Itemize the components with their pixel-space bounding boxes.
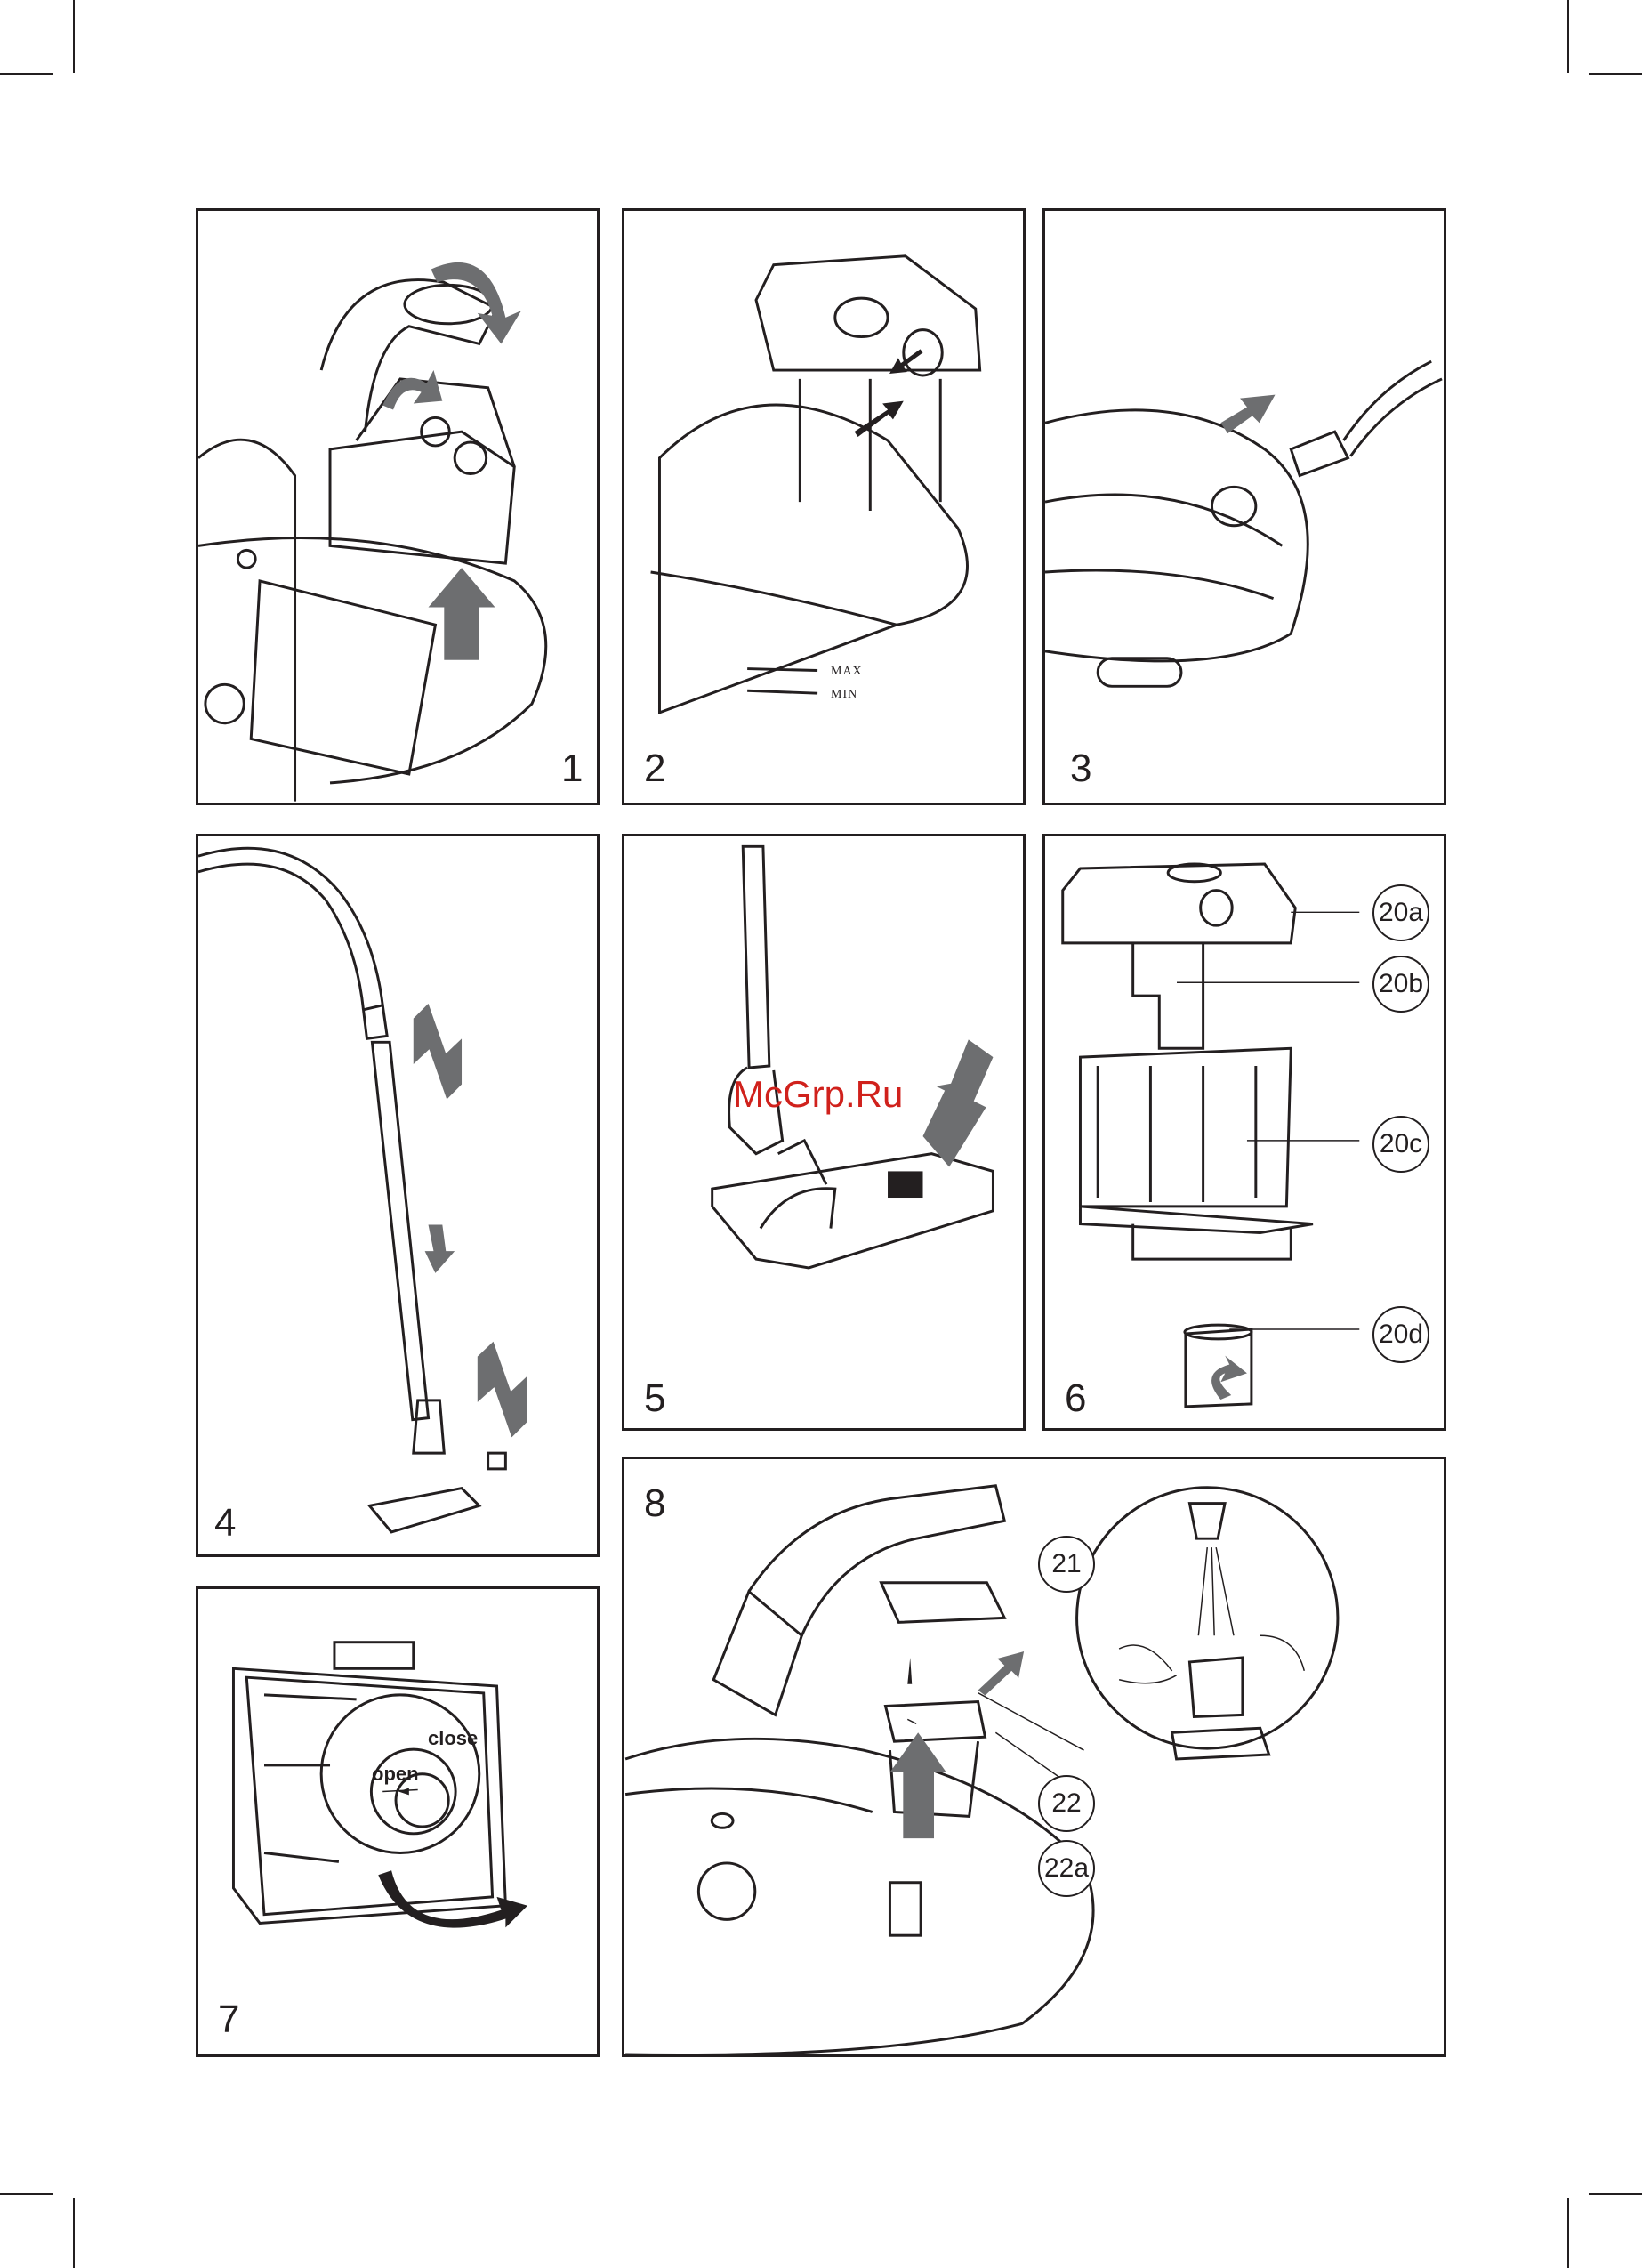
figure-panel-2: MAX MIN 2	[622, 208, 1026, 805]
figure-panel-4: 4	[196, 834, 600, 1557]
figure-panel-6: 20a 20b 20c 20d 6	[1042, 834, 1446, 1431]
figure-1-illustration	[198, 211, 597, 803]
part-label-22: 22	[1038, 1775, 1095, 1832]
figure-panel-8: 21 22 22a 8	[622, 1457, 1446, 2057]
figure-8-illustration	[624, 1459, 1444, 2054]
figure-number: 7	[218, 2000, 239, 2039]
figure-number: 8	[644, 1484, 665, 1523]
crop-mark	[1567, 2198, 1569, 2268]
figure-number: 3	[1070, 749, 1091, 788]
figure-3-illustration	[1045, 211, 1444, 803]
watermark: McGrp.Ru	[733, 1073, 903, 1116]
figure-5-illustration	[624, 836, 1023, 1428]
figure-2-illustration	[624, 211, 1023, 803]
figure-4-illustration	[198, 836, 597, 1554]
crop-mark	[1567, 0, 1569, 73]
crop-mark	[1589, 2193, 1642, 2195]
crop-mark	[1589, 73, 1642, 75]
figure-number: 4	[214, 1504, 236, 1543]
part-label-20c: 20c	[1372, 1116, 1429, 1173]
max-mark: MAX	[831, 665, 863, 679]
figure-number: 6	[1065, 1379, 1086, 1418]
figure-panel-3: 3	[1042, 208, 1446, 805]
crop-mark	[0, 2193, 53, 2195]
part-label-22a: 22a	[1038, 1840, 1095, 1897]
dial-close-label: close	[428, 1727, 478, 1750]
part-label-21: 21	[1038, 1536, 1095, 1593]
figure-panel-7: close open 7	[196, 1586, 600, 2057]
dial-open-label: open	[372, 1763, 419, 1786]
part-label-20d: 20d	[1372, 1306, 1429, 1363]
figure-7-illustration	[198, 1589, 597, 2054]
figure-panel-5: 5	[622, 834, 1026, 1431]
crop-mark	[0, 73, 53, 75]
figure-number: 1	[561, 749, 583, 788]
min-mark: MIN	[831, 688, 857, 702]
figure-panel-1: 1	[196, 208, 600, 805]
crop-mark	[73, 0, 75, 73]
part-label-20a: 20a	[1372, 884, 1429, 941]
figure-number: 5	[644, 1379, 665, 1418]
crop-mark	[73, 2198, 75, 2268]
part-label-20b: 20b	[1372, 956, 1429, 1013]
figure-number: 2	[644, 749, 665, 788]
